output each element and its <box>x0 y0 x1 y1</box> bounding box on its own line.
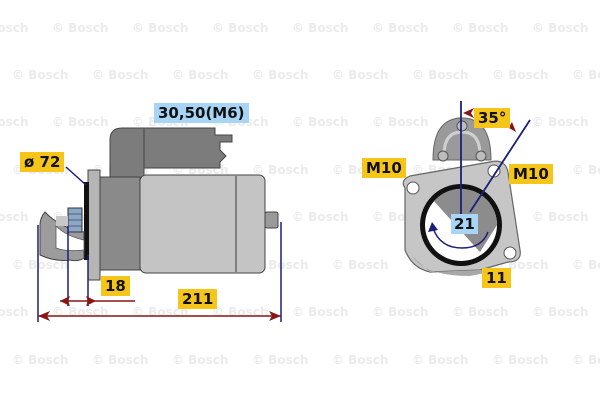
bottom-dimension-label: 11 <box>482 268 511 288</box>
overall-length-label: 211 <box>178 289 218 309</box>
diameter-label: ø 72 <box>20 152 65 172</box>
starter-front-view <box>402 101 531 276</box>
mounting-angle-label: 35° <box>474 108 511 128</box>
starter-side-view <box>37 127 282 322</box>
bolt-left-label: M10 <box>362 158 406 178</box>
teeth-count-label: 21 <box>451 214 478 234</box>
terminal-thread-label: 30,50(M6) <box>154 103 249 123</box>
flange-offset-label: 18 <box>101 276 130 296</box>
bolt-right-label: M10 <box>509 164 553 184</box>
